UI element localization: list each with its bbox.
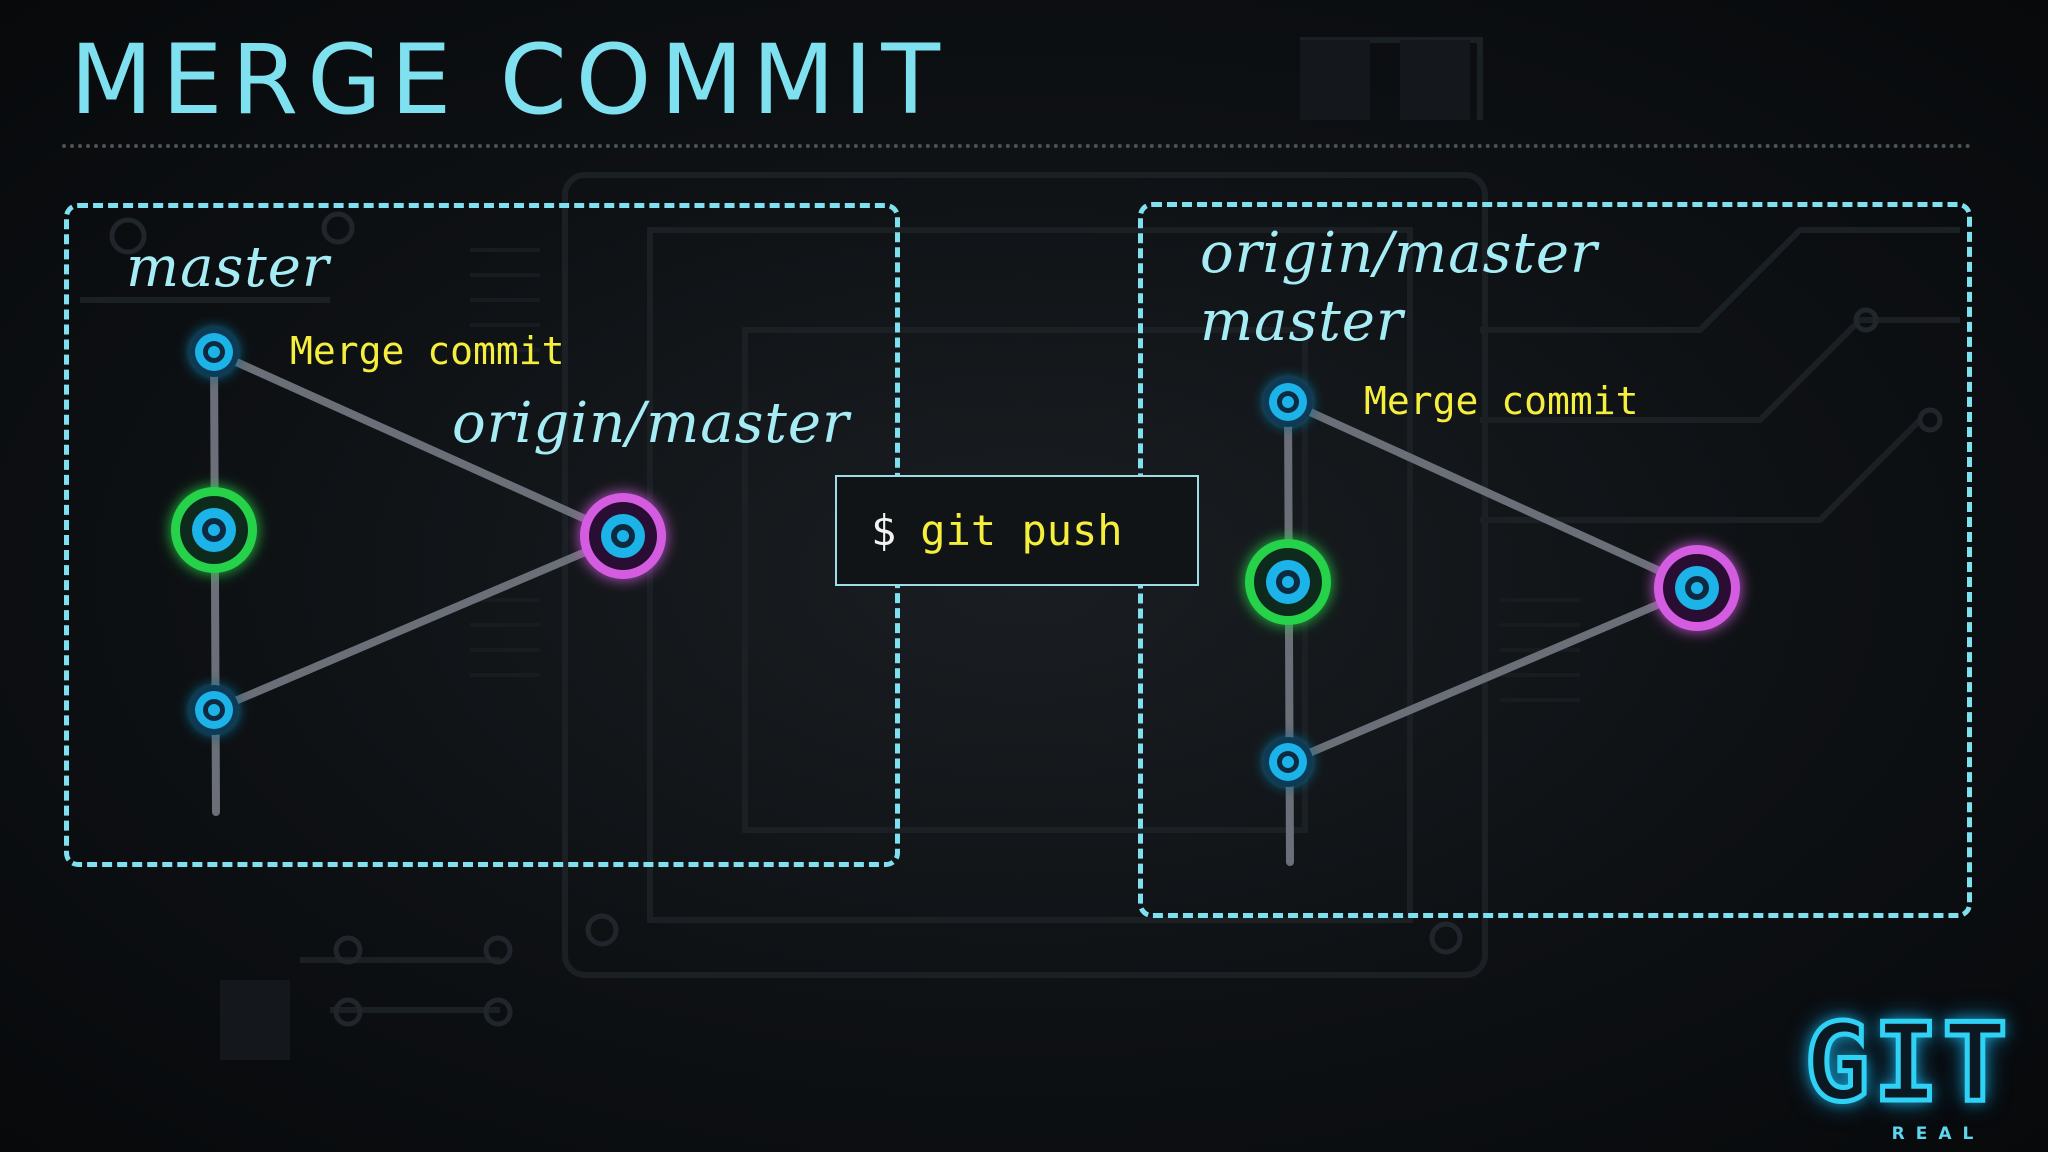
left-edge-merge-to-origin	[210, 348, 627, 540]
left-base-commit-node	[189, 685, 239, 735]
left-commit-graph	[171, 327, 666, 816]
right-origin-commit-node	[1654, 545, 1740, 631]
right-local-commit-node	[1245, 539, 1331, 625]
left-local-commit-node	[171, 487, 257, 573]
title-divider	[62, 144, 1972, 148]
git-real-logo: GIT REAL	[1798, 1001, 2018, 1144]
left-origin-master-label: origin/master	[452, 391, 850, 456]
shell-prompt: $	[871, 506, 897, 555]
right-edge-main-line	[1284, 398, 1294, 866]
right-edge-merge-to-origin	[1284, 398, 1701, 592]
right-base-commit-node	[1263, 737, 1313, 787]
left-merge-commit-label: Merge commit	[290, 329, 565, 373]
git-push-command-box: $ git push	[835, 475, 1199, 586]
left-origin-commit-node	[580, 493, 666, 579]
left-edge-main-line	[210, 348, 220, 816]
right-master-label: master	[1200, 289, 1404, 354]
right-commit-graph	[1245, 377, 1740, 866]
git-push-command: git push	[920, 506, 1123, 555]
right-merge-commit-label: Merge commit	[1364, 379, 1639, 423]
right-edge-base-to-origin	[1284, 584, 1701, 766]
logo-git-text: GIT	[1802, 1001, 2012, 1126]
right-origin-master-label: origin/master	[1200, 221, 1598, 286]
left-edge-base-to-origin	[210, 532, 627, 714]
logo-real-text: REAL	[1891, 1124, 1985, 1144]
page-title: MERGE COMMIT	[70, 24, 949, 136]
left-master-label: master	[126, 235, 330, 300]
right-merge-commit-node	[1263, 377, 1313, 427]
left-merge-commit-node	[189, 327, 239, 377]
